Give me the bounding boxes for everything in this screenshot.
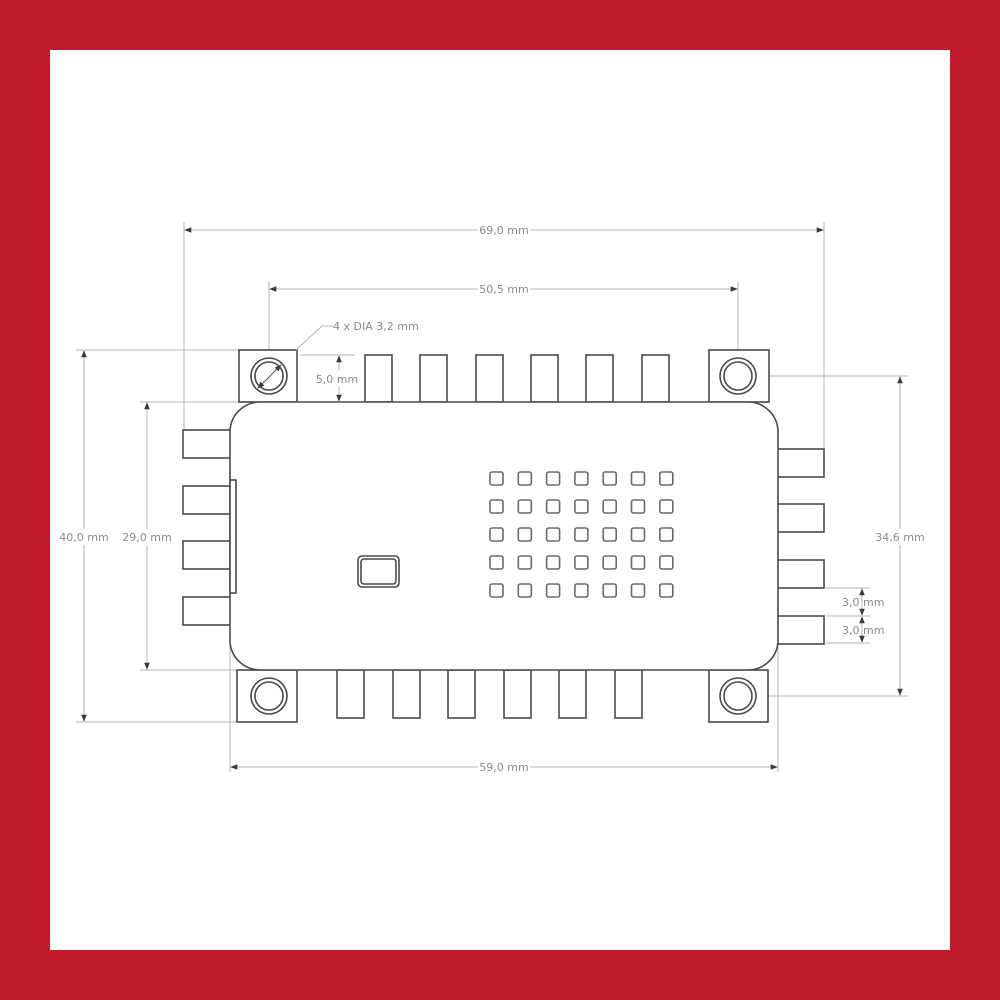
- led: [489, 499, 504, 514]
- top-pins: [364, 354, 670, 403]
- dim-body-height: 29,0 mm: [122, 531, 171, 544]
- dim-pin-width: 3,0 mm: [842, 596, 884, 609]
- led: [658, 555, 674, 570]
- led: [574, 583, 589, 598]
- led: [630, 583, 646, 598]
- led: [602, 583, 618, 598]
- led: [574, 555, 589, 570]
- led: [658, 583, 674, 598]
- mounting-holes: [250, 357, 757, 715]
- led: [574, 527, 589, 542]
- left-pins: [182, 429, 234, 626]
- led: [545, 471, 561, 486]
- led: [630, 499, 646, 514]
- led: [630, 471, 646, 486]
- led: [630, 555, 646, 570]
- edge-connector: [229, 479, 237, 594]
- led: [602, 471, 618, 486]
- led: [517, 499, 533, 514]
- led: [658, 527, 674, 542]
- dim-body-width: 59,0 mm: [479, 761, 528, 774]
- led: [545, 527, 561, 542]
- led: [489, 555, 504, 570]
- led: [574, 471, 589, 486]
- dim-pin-length: 5,0 mm: [316, 373, 358, 386]
- dimension-labels: 69,0 mm 50,5 mm 4 x DIA 3,2 mm 5,0 mm 40…: [58, 222, 926, 775]
- dim-pin-gap: 3,0 mm: [842, 624, 884, 637]
- led: [658, 499, 674, 514]
- led: [517, 583, 533, 598]
- led: [517, 555, 533, 570]
- led: [602, 499, 618, 514]
- led: [574, 499, 589, 514]
- led: [489, 471, 504, 486]
- dim-hole-spacing-vertical: 34,6 mm: [875, 531, 924, 544]
- led: [545, 555, 561, 570]
- board-body: [229, 401, 779, 671]
- led: [658, 471, 674, 486]
- dim-hole-spacing-horizontal: 50,5 mm: [479, 283, 528, 296]
- dim-overall-width: 69,0 mm: [479, 224, 528, 237]
- led-matrix: [489, 471, 674, 598]
- right-pins: [774, 448, 825, 645]
- bottom-pins: [336, 669, 643, 719]
- led: [517, 527, 533, 542]
- module: [182, 349, 825, 723]
- led: [489, 583, 504, 598]
- led: [545, 583, 561, 598]
- extension-lines: [76, 222, 908, 772]
- led: [545, 499, 561, 514]
- dim-overall-height: 40,0 mm: [59, 531, 108, 544]
- led: [630, 527, 646, 542]
- led: [517, 471, 533, 486]
- led: [602, 527, 618, 542]
- dim-hole-callout: 4 x DIA 3,2 mm: [333, 320, 419, 333]
- led: [602, 555, 618, 570]
- led: [489, 527, 504, 542]
- push-button: [357, 555, 400, 588]
